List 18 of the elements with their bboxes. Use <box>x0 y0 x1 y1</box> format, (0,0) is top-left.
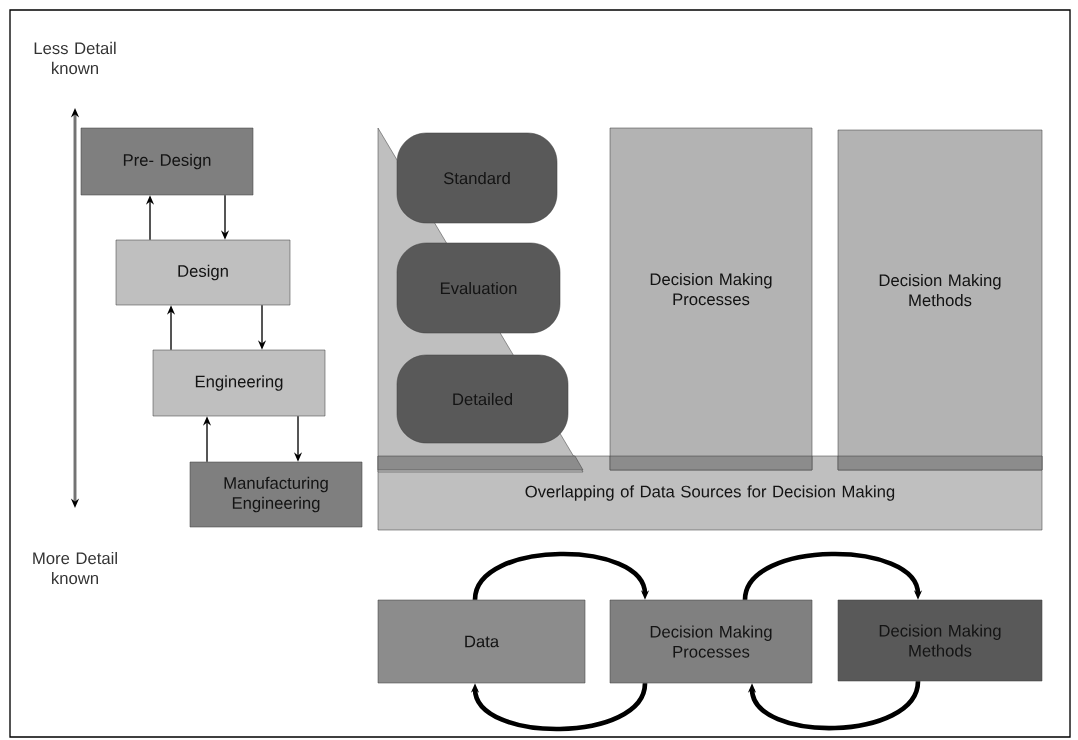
process-box: Design <box>115 239 291 306</box>
axis-label: More Detail known <box>33 551 117 585</box>
arrow <box>472 551 650 601</box>
process-box: Engineering <box>152 349 326 417</box>
process-box: Decision Making Methods <box>837 599 1043 682</box>
process-box: Pre- Design <box>80 127 254 196</box>
process-box: Decision Making Processes <box>609 599 813 684</box>
arrow <box>742 551 923 601</box>
arrow <box>747 680 921 731</box>
axis-label: Less Detail known <box>34 41 116 75</box>
column-box: Decision Making Methods <box>837 129 1043 471</box>
process-box: Manufacturing Engineering <box>189 461 363 528</box>
column-box: Decision Making Processes <box>609 127 813 471</box>
rounded-box: Detailed <box>396 354 569 444</box>
arrow <box>470 682 648 732</box>
rounded-box: Standard <box>396 132 558 224</box>
rounded-box: Evaluation <box>396 242 561 334</box>
process-box: Data <box>377 599 586 684</box>
